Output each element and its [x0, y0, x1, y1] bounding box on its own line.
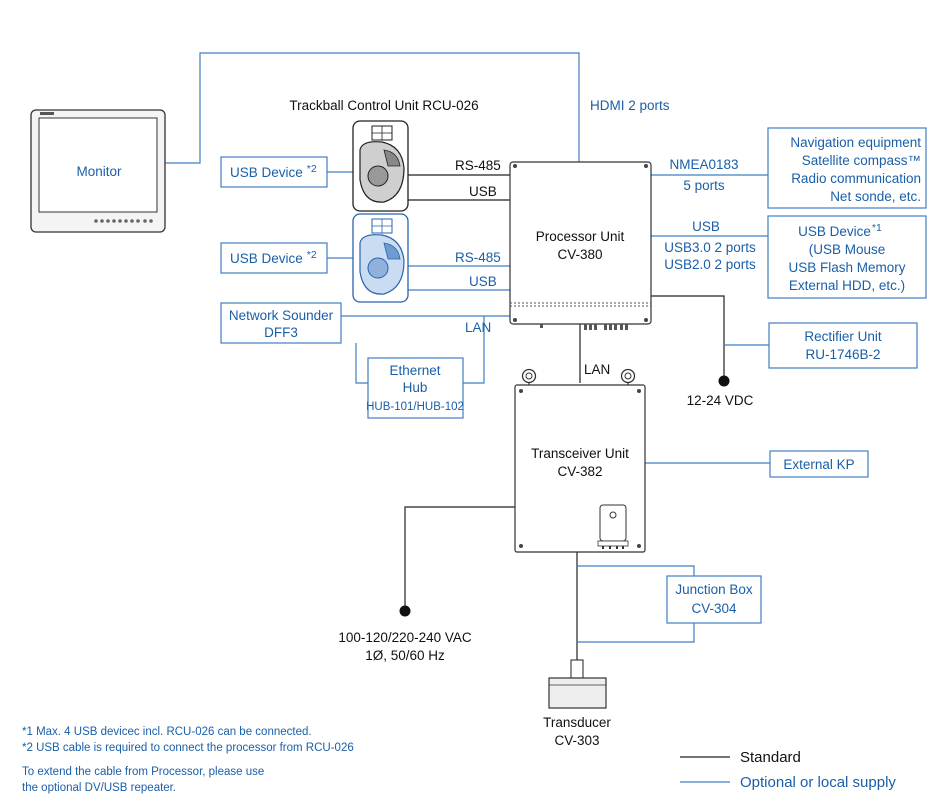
- ethernet-hub-box: [367, 357, 464, 419]
- navigation-line4: Net sonde, etc.: [830, 189, 921, 204]
- usb-top-label: USB: [469, 184, 497, 199]
- network-sounder-line1: Network Sounder: [229, 308, 334, 323]
- processor-line1: Processor Unit: [536, 229, 625, 244]
- processor-unit: [509, 161, 652, 330]
- usb-device-right-box: [767, 215, 927, 299]
- transducer: [548, 659, 607, 709]
- rectifier-box: [768, 322, 918, 369]
- lan-left-label: LAN: [465, 320, 491, 335]
- ac-power-line1: 100-120/220-240 VAC: [338, 630, 472, 645]
- trackball-unit-optional: [352, 213, 409, 303]
- transducer-line2: CV-303: [554, 733, 599, 748]
- ethernet-hub-line2: Hub: [403, 380, 428, 395]
- hub-lan-line: [463, 316, 485, 384]
- usb-device-2-label: USB Device*2: [230, 249, 317, 266]
- junction-line-bottom: [577, 623, 695, 643]
- note-4: the optional DV/USB repeater.: [22, 782, 176, 794]
- sounder-hub-line: [355, 343, 368, 384]
- transceiver-unit: [514, 368, 646, 553]
- nmea-line1: NMEA0183: [669, 157, 738, 172]
- external-kp-label: External KP: [783, 457, 854, 472]
- transceiver-line1: Transceiver Unit: [531, 446, 629, 461]
- network-sounder-line2: DFF3: [264, 325, 298, 340]
- rcu-title: Trackball Control Unit RCU-026: [289, 98, 478, 113]
- usb-device-right-line3: USB Flash Memory: [788, 260, 905, 275]
- transceiver-line2: CV-382: [557, 464, 602, 479]
- nmea-line2: 5 ports: [683, 178, 725, 193]
- legend-standard-label: Standard: [740, 749, 801, 766]
- monitor-label: Monitor: [76, 164, 122, 179]
- usb-device-box-1: [220, 156, 328, 188]
- dc-power-terminal: [718, 375, 730, 387]
- ac-power-terminal: [399, 605, 411, 617]
- navigation-box: [767, 127, 927, 209]
- usb-ports-line3: USB2.0 2 ports: [664, 257, 756, 272]
- dc-power-line: [651, 295, 725, 378]
- usb-bottom-label: USB: [469, 274, 497, 289]
- usb-device-1-label: USB Device*2: [230, 163, 317, 180]
- junction-box-line2: CV-304: [691, 601, 737, 616]
- legend-optional-label: Optional or local supply: [740, 774, 896, 791]
- usb-device-right-line4: External HDD, etc.): [789, 278, 905, 293]
- network-sounder-box: [220, 302, 342, 344]
- hdmi-line: [163, 52, 580, 164]
- transducer-line1: Transducer: [543, 715, 611, 730]
- hdmi-label: HDMI 2 ports: [590, 98, 670, 113]
- rectifier-line2: RU-1746B-2: [805, 347, 880, 362]
- note-3: To extend the cable from Processor, plea…: [22, 766, 264, 778]
- usb-ports-line2: USB3.0 2 ports: [664, 240, 756, 255]
- navigation-line1: Navigation equipment: [790, 135, 921, 150]
- monitor: [30, 109, 166, 233]
- lan-center-label: LAN: [584, 362, 610, 377]
- rectifier-line1: Rectifier Unit: [804, 329, 882, 344]
- ethernet-hub-line3: HUB-101/HUB-102: [366, 401, 464, 413]
- note-2: *2 USB cable is required to connect the …: [22, 742, 354, 754]
- usb-device-right-line1: USB Device*1: [798, 222, 882, 239]
- usb-device-right-line2: (USB Mouse: [809, 242, 886, 257]
- ethernet-hub-line1: Ethernet: [389, 363, 440, 378]
- usb-ports-line1: USB: [692, 219, 720, 234]
- junction-box: [666, 575, 762, 624]
- usb-device-box-2: [220, 242, 328, 274]
- ac-power-line: [404, 506, 515, 607]
- navigation-line3: Radio communication: [791, 171, 921, 186]
- trackball-unit-standard: [352, 120, 409, 212]
- external-kp-box: [769, 450, 869, 478]
- note-1: *1 Max. 4 USB devicec incl. RCU-026 can …: [22, 726, 312, 738]
- rs485-top-label: RS-485: [455, 158, 501, 173]
- dc-power-label: 12-24 VDC: [687, 393, 754, 408]
- processor-line2: CV-380: [557, 247, 602, 262]
- rs485-bottom-label: RS-485: [455, 250, 501, 265]
- navigation-line2: Satellite compass™: [802, 153, 921, 168]
- junction-line-top: [577, 565, 695, 576]
- ac-power-line2: 1Ø, 50/60 Hz: [365, 648, 445, 663]
- junction-box-line1: Junction Box: [675, 582, 753, 597]
